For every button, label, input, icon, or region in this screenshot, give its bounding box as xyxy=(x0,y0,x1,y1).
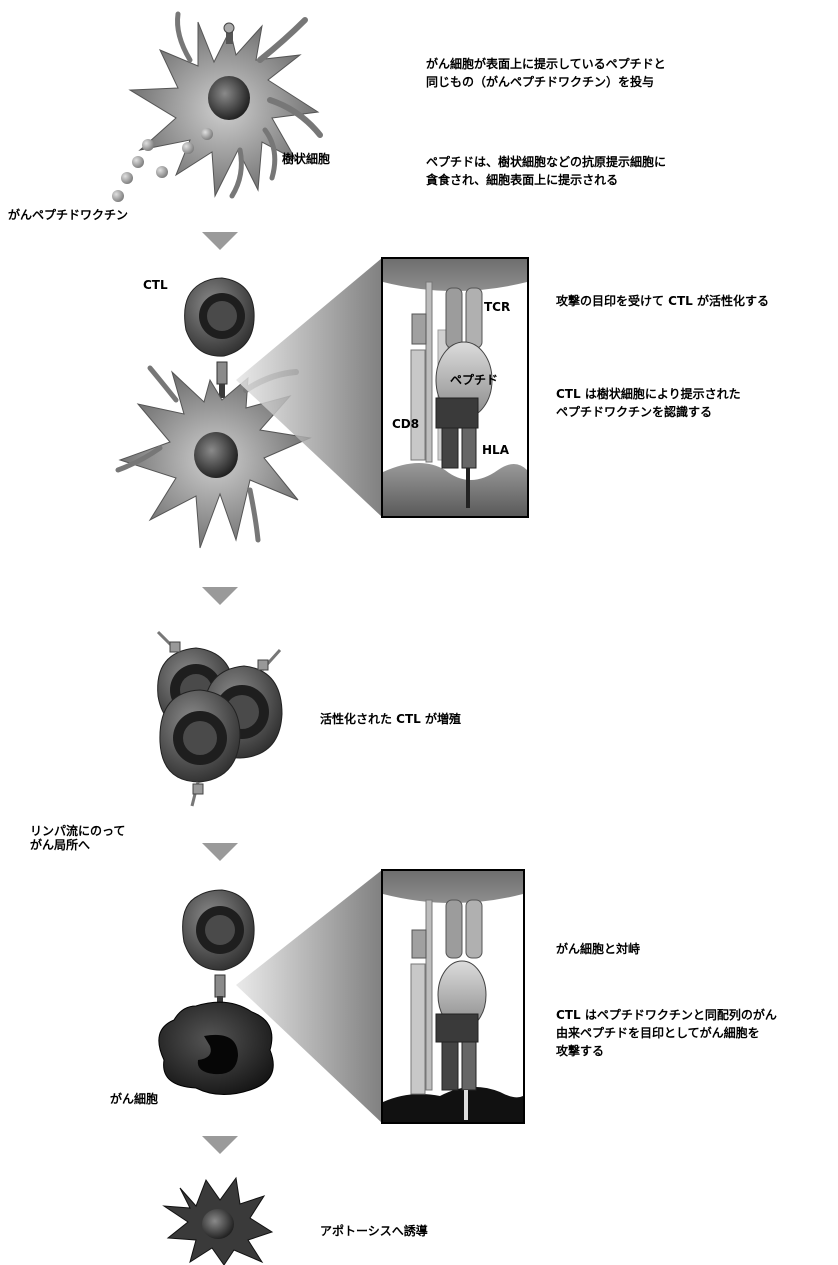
label-ctl: CTL xyxy=(143,278,168,292)
zoom-cone-1 xyxy=(236,258,382,517)
tcr-hla-zoom-box-2 xyxy=(381,869,525,1124)
label-peptide: ペプチド xyxy=(450,373,499,387)
tcr-contact-1 xyxy=(216,361,228,398)
step-administer-vaccine: がん細胞が表面上に提示しているペプチドと 同じもの（がんペプチドワクチン）を投与 xyxy=(426,57,666,89)
tcr-hla-zoom-box-1 xyxy=(381,257,529,518)
label-cd8: CD8 xyxy=(392,417,420,431)
ctl-cell-1 xyxy=(184,277,255,357)
vaccine-peptides xyxy=(112,128,213,202)
down-arrow-3 xyxy=(202,843,238,861)
dendritic-cell-1 xyxy=(128,11,323,199)
zoom-cone-2 xyxy=(236,870,382,1123)
label-lymph-flow: リンパ流にのって がん局所へ xyxy=(30,824,126,852)
label-peptide-vaccine: がんペプチドワクチン xyxy=(8,208,129,222)
step-ctl-activated: 攻撃の目印を受けて CTL が活性化する xyxy=(556,294,769,308)
label-tcr: TCR xyxy=(484,300,511,314)
down-arrow-1 xyxy=(202,232,238,250)
down-arrow-2 xyxy=(202,587,238,605)
ctl-cluster xyxy=(156,630,283,807)
label-cancer-cell: がん細胞 xyxy=(110,1092,159,1106)
down-arrow-4 xyxy=(202,1136,238,1154)
step-ctl-attacks: CTL はペプチドワクチンと同配列のがん 由来ペプチドを目印としてがん細胞を 攻… xyxy=(556,1008,777,1058)
cancer-cell xyxy=(158,1001,274,1095)
step-confront-cancer: がん細胞と対峙 xyxy=(556,942,641,956)
step-ctl-proliferates: 活性化された CTL が増殖 xyxy=(320,712,461,726)
step-peptide-presented: ペプチドは、樹状細胞などの抗原提示細胞に 貪食され、細胞表面上に提示される xyxy=(426,155,667,187)
apoptotic-cell xyxy=(162,1176,274,1265)
step-apoptosis: アポトーシスへ誘導 xyxy=(320,1224,428,1238)
step-ctl-recognizes: CTL は樹状細胞により提示された ペプチドワクチンを認識する xyxy=(556,387,741,419)
label-dendritic-cell: 樹状細胞 xyxy=(282,152,331,166)
ctl-cell-2 xyxy=(182,889,255,971)
label-hla: HLA xyxy=(482,443,509,457)
